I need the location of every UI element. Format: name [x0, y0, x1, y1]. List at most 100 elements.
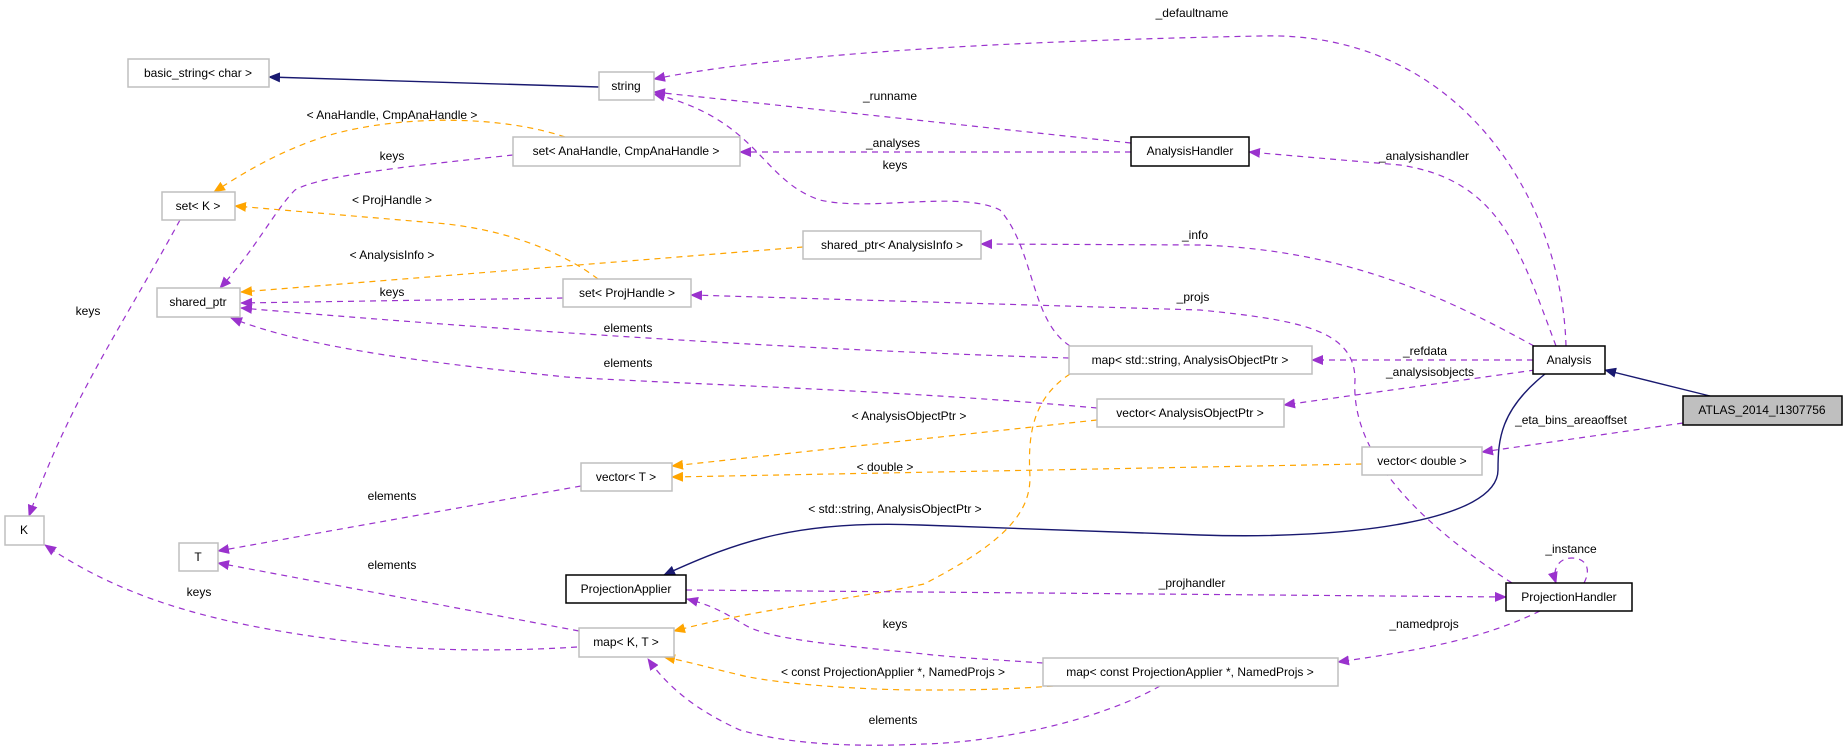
edge-label: < const ProjectionApplier *, NamedProjs … [781, 665, 1005, 679]
node-set-k[interactable]: set< K > [161, 191, 236, 221]
edge-double-template [671, 463, 1363, 482]
edge-label: keys [380, 149, 405, 163]
edge-vector-aop-elements [230, 317, 1098, 409]
node-label: vector< double > [1377, 454, 1466, 468]
edge-analysisinfo-template [240, 246, 804, 297]
edge-label: < AnalysisObjectPtr > [852, 409, 967, 423]
edge-label: elements [869, 713, 918, 727]
node-string[interactable]: string [598, 71, 655, 101]
edge-label: _analysisobjects [1385, 365, 1474, 379]
edge-label: _refdata [1402, 344, 1447, 358]
edge-anahandle-template [213, 119, 566, 193]
node-label: Analysis [1547, 353, 1592, 367]
edge-label: elements [368, 489, 417, 503]
edge-label: keys [883, 617, 908, 631]
edge-anahandle-keys [219, 154, 514, 289]
edge-map-string-keys [653, 91, 1071, 347]
edge-label: < std::string, AnalysisObjectPtr > [808, 502, 981, 516]
node-vector-t[interactable]: vector< T > [580, 462, 673, 492]
node-label: map< std::string, AnalysisObjectPtr > [1092, 353, 1289, 367]
edge-label: keys [76, 304, 101, 318]
node-map-k-t[interactable]: map< K, T > [578, 627, 675, 658]
edges [27, 35, 1711, 746]
edge-label: _runname [862, 89, 917, 103]
edge-label: keys [187, 585, 212, 599]
node-label: set< ProjHandle > [579, 286, 675, 300]
node-t[interactable]: T [178, 542, 219, 572]
node-basic-string[interactable]: basic_string< char > [127, 58, 270, 88]
edge-label: < AnaHandle, CmpAnaHandle > [307, 108, 478, 122]
edge-label: _projs [1176, 290, 1210, 304]
edge-map-string-elements [240, 303, 1070, 359]
edge-mapconst-elements [647, 658, 1161, 746]
edge-analysis-projectionapplier [663, 373, 1546, 576]
node-vector-aop[interactable]: vector< AnalysisObjectPtr > [1096, 398, 1285, 428]
node-label: T [194, 550, 202, 564]
edge-labels: _defaultname _runname _analyses keys < A… [76, 6, 1628, 727]
edge-label: _analyses [865, 136, 920, 150]
edge-label: < ProjHandle > [352, 193, 432, 207]
edge-setk-keys [27, 219, 181, 517]
node-vector-double[interactable]: vector< double > [1361, 446, 1483, 476]
node-projectionapplier[interactable]: ProjectionApplier [565, 574, 687, 604]
node-label: string [611, 79, 640, 93]
edge-label: _analysishandler [1378, 149, 1469, 163]
node-label: shared_ptr [169, 295, 226, 309]
node-analysishandler[interactable]: AnalysisHandler [1130, 136, 1250, 167]
edge-defaultname [653, 35, 1567, 347]
edge-mapkt-elements [217, 560, 580, 632]
node-label: K [20, 523, 28, 537]
node-label: set< K > [176, 199, 221, 213]
edge-label: elements [604, 356, 653, 370]
edge-label: < double > [857, 460, 914, 474]
node-label: basic_string< char > [144, 66, 252, 80]
edge-aop-template [671, 419, 1098, 470]
edge-info [980, 239, 1535, 347]
node-label: AnalysisHandler [1147, 144, 1234, 158]
edge-instance [1547, 557, 1588, 584]
node-label: vector< AnalysisObjectPtr > [1116, 406, 1263, 420]
node-atlas-2014-i1307756[interactable]: ATLAS_2014_I1307756 [1682, 395, 1843, 426]
node-map-string-aop[interactable]: map< std::string, AnalysisObjectPtr > [1068, 345, 1313, 375]
edge-label: _projhandler [1158, 576, 1226, 590]
edge-label: elements [604, 321, 653, 335]
node-analysis[interactable]: Analysis [1532, 345, 1606, 375]
edge-analysishandler [1248, 147, 1557, 347]
edge-label: _info [1181, 228, 1208, 242]
nodes: basic_string< char > string set< AnaHand… [4, 58, 1843, 687]
edge-string-basic-string [268, 72, 600, 88]
edge-namedprojs [1337, 610, 1541, 666]
node-label: shared_ptr< AnalysisInfo > [821, 238, 963, 252]
node-label: map< K, T > [593, 635, 659, 649]
edge-string-aop-template [673, 373, 1071, 634]
node-map-const-projectionapplier[interactable]: map< const ProjectionApplier *, NamedPro… [1042, 657, 1339, 687]
node-label: vector< T > [596, 470, 656, 484]
node-label: set< AnaHandle, CmpAnaHandle > [533, 144, 720, 158]
edge-runname [653, 88, 1132, 144]
edge-atlas-analysis [1604, 367, 1711, 397]
edge-mapconst-keys [686, 596, 1044, 664]
edge-projs [690, 290, 1513, 584]
node-k[interactable]: K [4, 515, 45, 546]
node-label: map< const ProjectionApplier *, NamedPro… [1066, 665, 1313, 679]
node-label: ATLAS_2014_I1307756 [1698, 403, 1826, 417]
node-set-anahandle[interactable]: set< AnaHandle, CmpAnaHandle > [512, 136, 741, 167]
edge-mapkt-keys [44, 544, 578, 651]
edge-label: _instance [1544, 542, 1597, 556]
node-set-projhandle[interactable]: set< ProjHandle > [562, 278, 692, 308]
edge-label: _namedprojs [1388, 617, 1458, 631]
edge-eta-bins [1481, 422, 1684, 456]
edge-mapconst-template [663, 654, 1054, 691]
node-label: ProjectionApplier [581, 582, 672, 596]
edge-projhandle-template [234, 201, 599, 280]
node-label: ProjectionHandler [1521, 590, 1616, 604]
edge-projhandle-keys [240, 297, 564, 308]
node-shared-ptr-analysisinfo[interactable]: shared_ptr< AnalysisInfo > [802, 230, 982, 260]
edge-label: _eta_bins_areaoffset [1514, 413, 1628, 427]
edge-projhandler [685, 589, 1507, 602]
edge-label: keys [380, 285, 405, 299]
node-projectionhandler[interactable]: ProjectionHandler [1505, 582, 1633, 612]
node-shared-ptr[interactable]: shared_ptr [156, 287, 241, 318]
edge-analysisobjects [1283, 369, 1536, 409]
